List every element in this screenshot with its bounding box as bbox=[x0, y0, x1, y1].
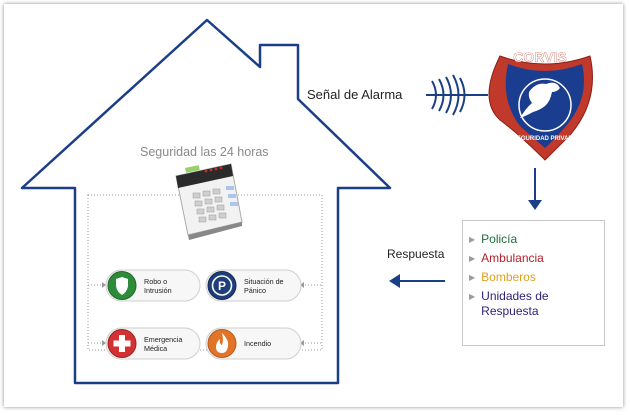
bullet-icon: ▶ bbox=[469, 273, 476, 282]
shield-icon bbox=[116, 277, 128, 295]
service-robo-label: Robo o Intrusión bbox=[144, 277, 172, 295]
signal-waves-icon bbox=[426, 74, 488, 116]
response-item-label: Unidades de Respuesta bbox=[481, 289, 549, 318]
response-item-ambulancia[interactable]: ▶ Ambulancia bbox=[469, 251, 544, 266]
company-name: CORVIS bbox=[513, 49, 566, 65]
company-tagline: SEGURIDAD PRIVADA bbox=[513, 136, 578, 142]
response-item-label: Bomberos bbox=[481, 270, 536, 284]
service-incendio-line1: Incendio bbox=[244, 339, 272, 348]
bullet-icon: ▶ bbox=[469, 235, 476, 244]
service-panico-line2: Pánico bbox=[244, 286, 266, 295]
response-label: Respuesta bbox=[387, 247, 445, 261]
response-item-label: Policía bbox=[481, 232, 518, 246]
response-list-box: ▶ Policía ▶ Ambulancia ▶ Bomberos ▶ Unidades… bbox=[462, 220, 605, 346]
service-panico[interactable]: P bbox=[205, 269, 322, 302]
service-emergencia-label: Emergencia Médica bbox=[144, 335, 182, 353]
response-item-label: Ambulancia bbox=[481, 251, 544, 265]
panic-p-icon: P bbox=[218, 279, 226, 293]
fire-icon bbox=[216, 333, 229, 353]
response-item-unidades[interactable]: ▶ Unidades de Respuesta bbox=[469, 289, 589, 319]
bullet-icon: ▶ bbox=[469, 292, 476, 301]
down-arrow-icon bbox=[528, 168, 542, 210]
service-incendio-label: Incendio bbox=[244, 339, 271, 348]
alarm-keypad-image bbox=[175, 163, 243, 240]
service-emergencia[interactable] bbox=[88, 327, 201, 360]
service-emergencia-line1: Emergencia bbox=[144, 335, 183, 344]
service-robo-line1: Robo o bbox=[144, 277, 168, 286]
medical-cross-icon bbox=[113, 335, 131, 352]
service-panico-label: Situación de Pánico bbox=[244, 277, 284, 295]
service-panico-line1: Situación de bbox=[244, 277, 284, 286]
left-arrow-icon bbox=[389, 274, 445, 288]
corvis-logo bbox=[488, 55, 593, 161]
service-robo[interactable] bbox=[88, 269, 201, 302]
service-emergencia-line2: Médica bbox=[144, 344, 168, 353]
bullet-icon: ▶ bbox=[469, 254, 476, 263]
response-item-bomberos[interactable]: ▶ Bomberos bbox=[469, 270, 536, 285]
signal-label: Señal de Alarma bbox=[307, 87, 403, 102]
response-item-policia[interactable]: ▶ Policía bbox=[469, 232, 517, 247]
service-robo-line2: Intrusión bbox=[144, 286, 172, 295]
service-incendio[interactable] bbox=[205, 327, 322, 360]
house-caption: Seguridad las 24 horas bbox=[140, 145, 269, 159]
